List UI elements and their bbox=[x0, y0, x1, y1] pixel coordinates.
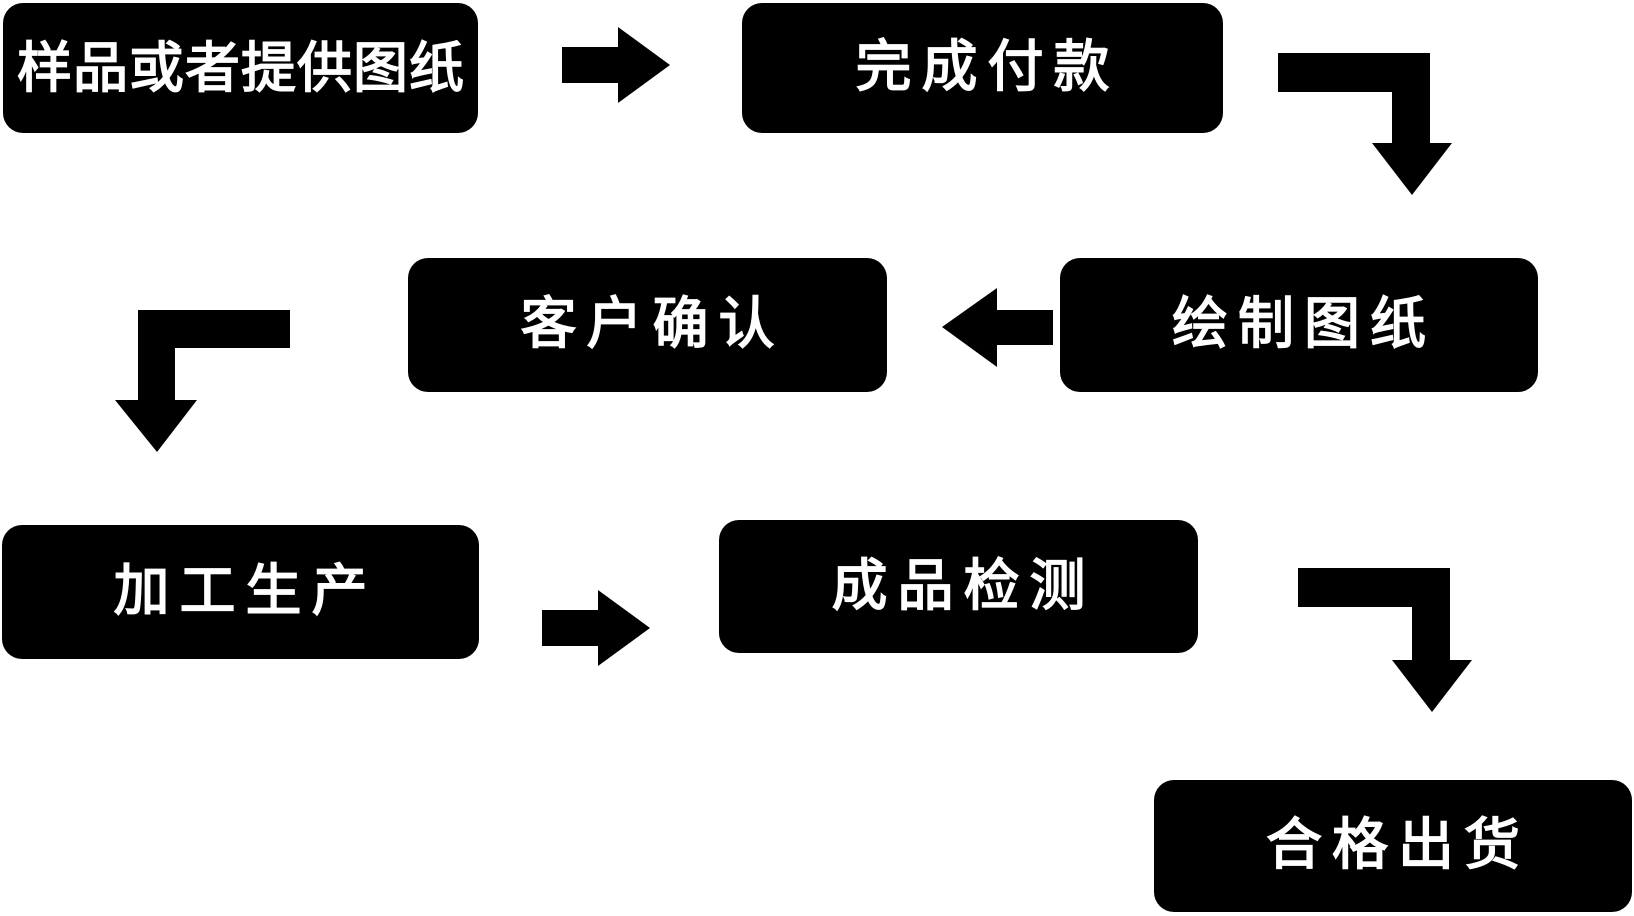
arrow-elbow-right-down-icon bbox=[1298, 568, 1472, 712]
flow-node-label: 完成付款 bbox=[855, 35, 1120, 100]
flow-node-customer-confirm: 客户确认 bbox=[408, 258, 887, 392]
flow-node-qualified-shipment: 合格出货 bbox=[1154, 780, 1632, 912]
arrow-right-icon bbox=[562, 27, 670, 103]
flow-node-finished-product-inspection: 成品检测 bbox=[719, 520, 1198, 653]
flow-node-label: 加工生产 bbox=[113, 559, 378, 624]
flow-node-label: 样品或者提供图纸 bbox=[16, 35, 465, 100]
flow-node-processing-production: 加工生产 bbox=[2, 525, 479, 659]
flow-node-label: 合格出货 bbox=[1266, 813, 1530, 878]
arrow-elbow-right-down-icon bbox=[1278, 53, 1452, 195]
arrow-elbow-left-down-icon bbox=[115, 310, 290, 452]
flow-node-label: 客户确认 bbox=[520, 292, 785, 357]
flow-node-draw-drawing: 绘制图纸 bbox=[1060, 258, 1538, 392]
arrow-right-icon bbox=[542, 590, 650, 666]
flow-node-sample-or-provide-drawing: 样品或者提供图纸 bbox=[3, 3, 478, 133]
flow-node-complete-payment: 完成付款 bbox=[742, 3, 1223, 133]
flow-node-label: 成品检测 bbox=[831, 553, 1096, 619]
flow-node-label: 绘制图纸 bbox=[1172, 292, 1436, 357]
arrow-left-icon bbox=[942, 288, 1053, 367]
